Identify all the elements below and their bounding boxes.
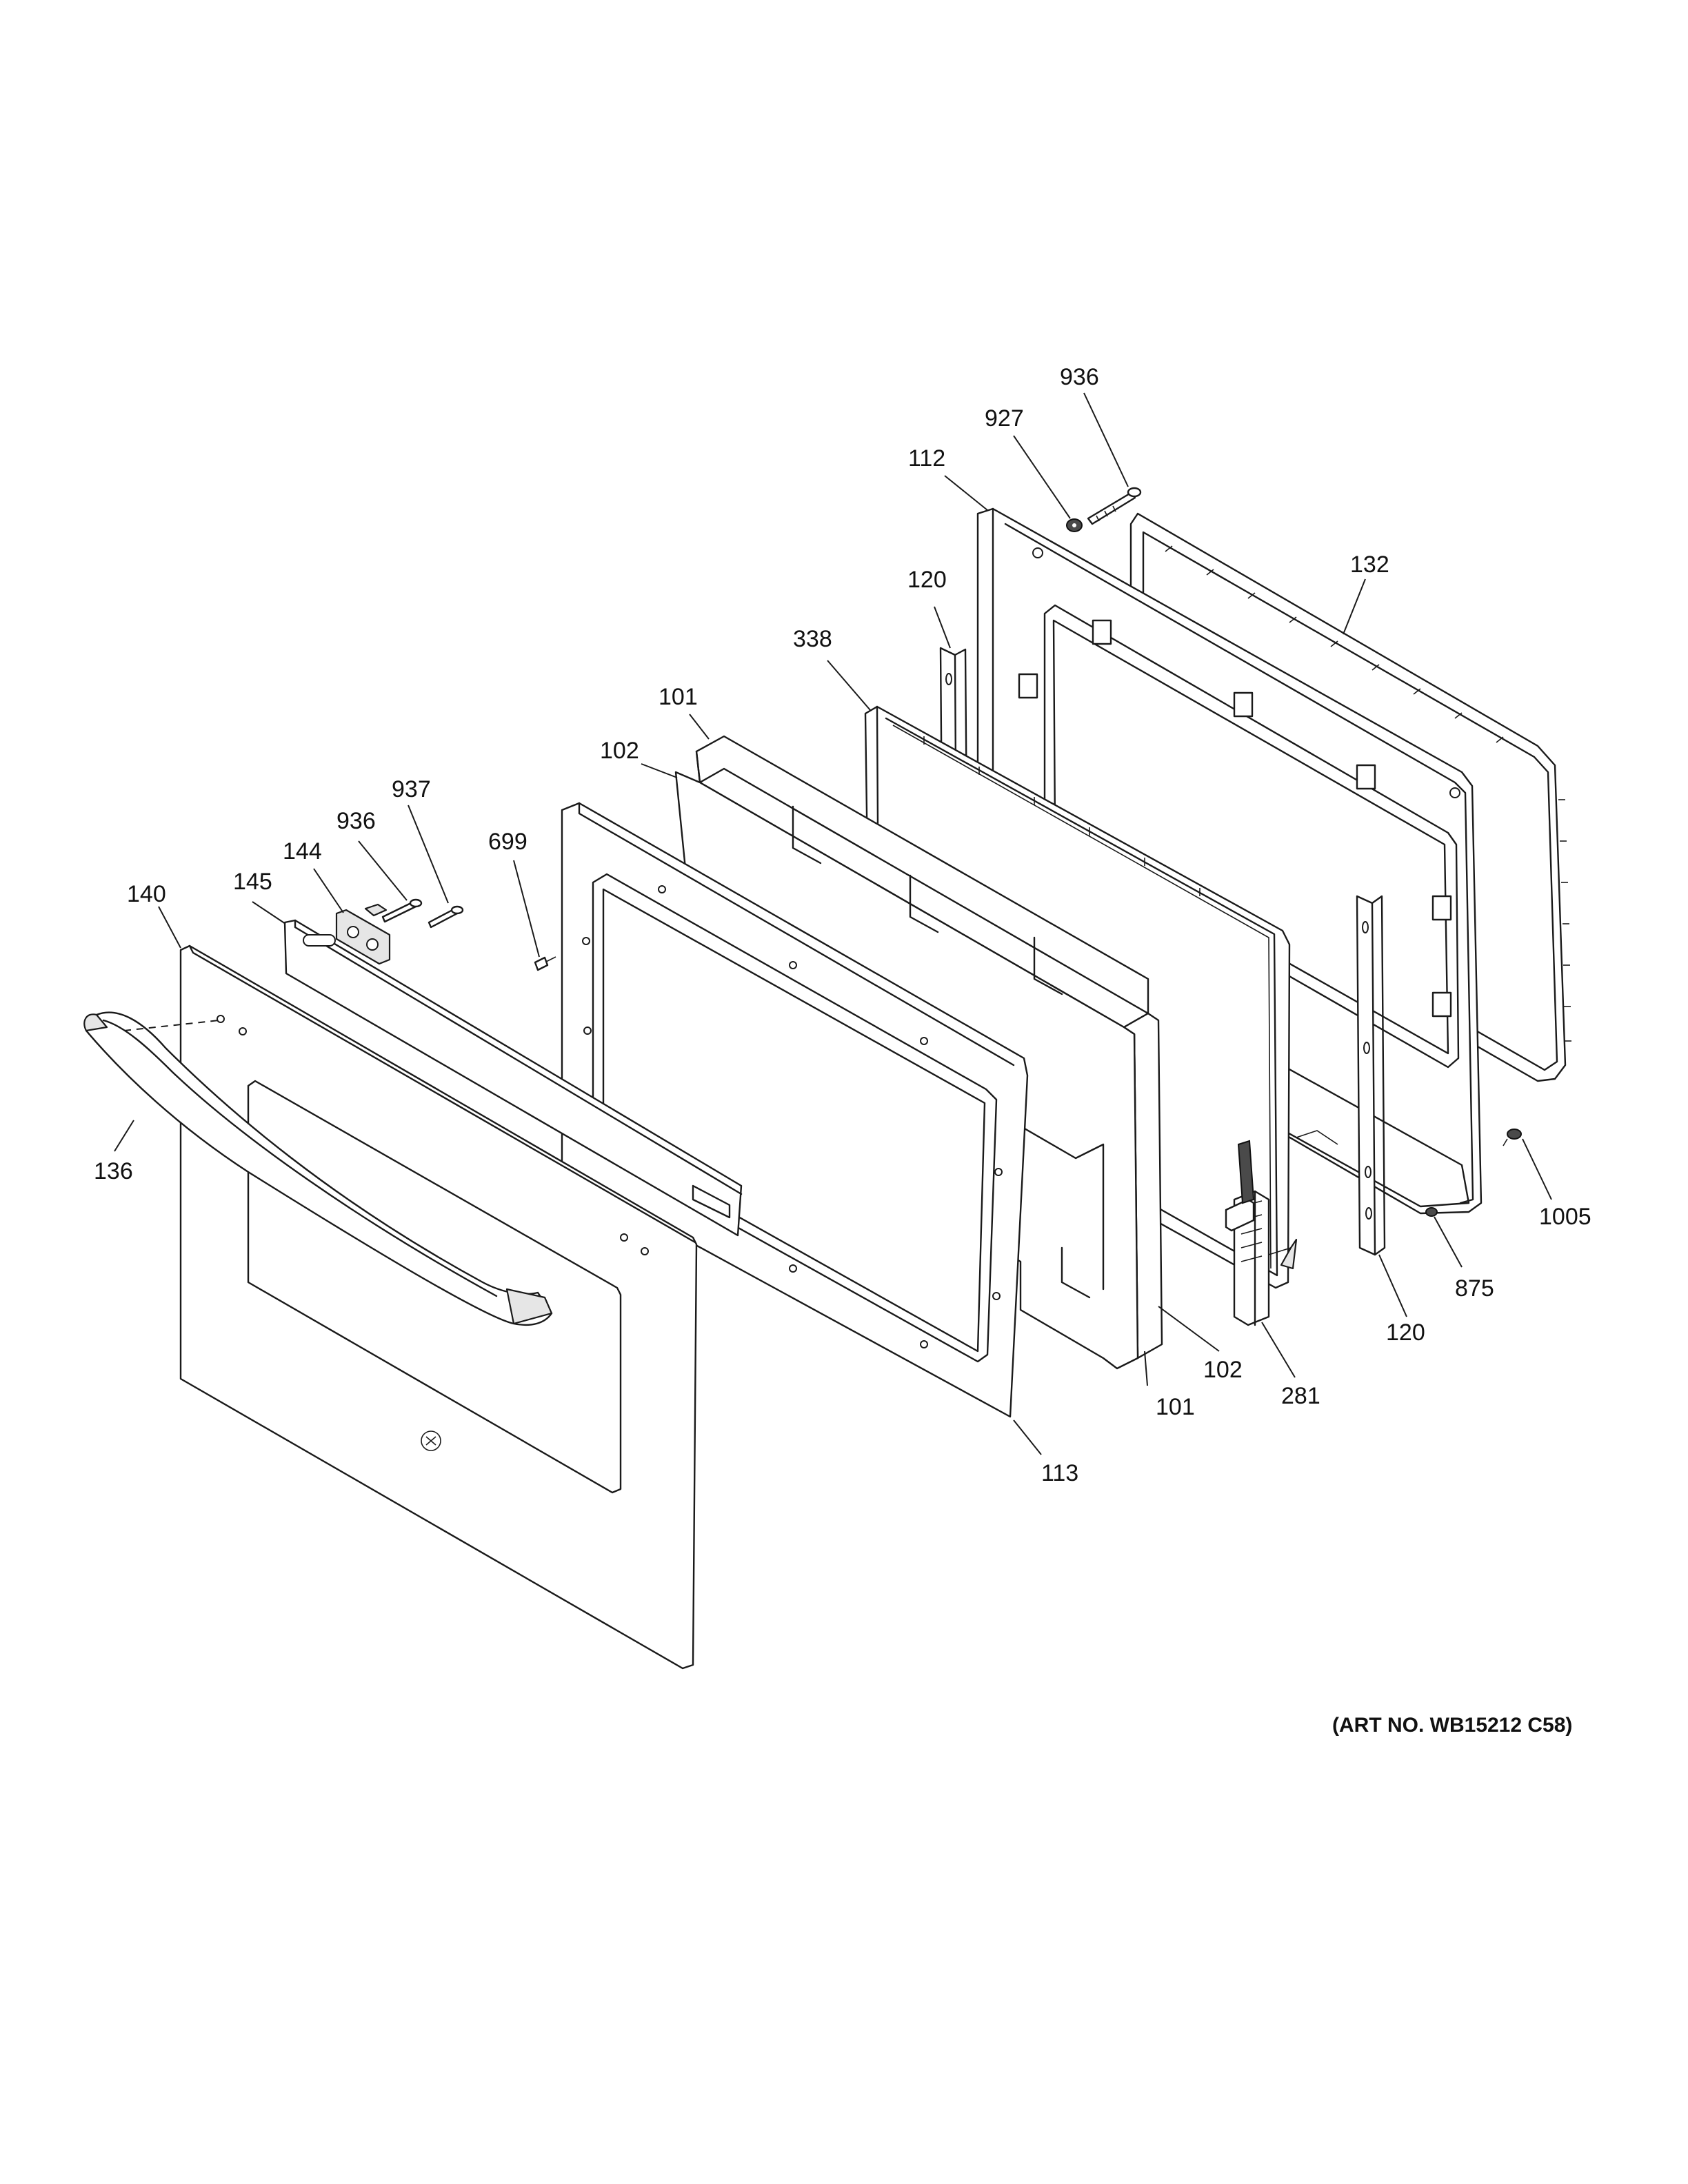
callout-101-bottom: 101	[1156, 1394, 1195, 1420]
callout-120-top: 120	[907, 567, 947, 593]
part-140-outer-door-glass	[179, 944, 698, 1670]
callout-140: 140	[127, 881, 166, 907]
part-699-screw	[534, 956, 556, 971]
callout-120-bottom: 120	[1386, 1320, 1425, 1346]
part-136-door-handle	[83, 1011, 553, 1326]
handle-alignment-dashline	[123, 1020, 220, 1031]
callout-1005: 1005	[1539, 1204, 1591, 1230]
art-number: (ART NO. WB15212 C58)	[1332, 1714, 1572, 1737]
part-145-vent-plate	[283, 919, 743, 1237]
callout-875: 875	[1455, 1275, 1494, 1302]
callout-937: 937	[392, 776, 431, 802]
part-927-washer	[1066, 518, 1083, 532]
part-936-screw-top	[1087, 487, 1142, 525]
callout-101-top: 101	[659, 684, 698, 710]
callout-338: 338	[793, 626, 832, 652]
part-875-screw	[1425, 1207, 1438, 1217]
part-937-screw	[428, 905, 464, 929]
callout-699: 699	[488, 829, 528, 855]
callout-112: 112	[908, 445, 945, 472]
callout-936-top: 936	[1060, 364, 1099, 390]
callout-145: 145	[233, 869, 272, 895]
part-144-handle-bracket	[335, 903, 391, 965]
part-281-hinge	[1225, 1140, 1298, 1326]
leader-lines	[114, 392, 1552, 1455]
part-1005-screw	[1503, 1129, 1522, 1146]
callout-102-top: 102	[600, 738, 639, 764]
part-936-screw-bracket	[381, 898, 423, 923]
callout-927: 927	[985, 405, 1024, 432]
callout-136: 136	[94, 1158, 133, 1184]
callout-281: 281	[1281, 1383, 1320, 1409]
callout-132: 132	[1350, 552, 1389, 578]
callout-936-bracket: 936	[336, 808, 376, 834]
callout-labels: 936 927 112 132 120 338 101 102 937 936 …	[94, 364, 1591, 1486]
callout-102-bottom: 102	[1203, 1357, 1243, 1383]
part-120-hinge-channel-right	[1356, 895, 1386, 1256]
callout-144: 144	[283, 838, 322, 865]
callout-113: 113	[1041, 1460, 1078, 1486]
